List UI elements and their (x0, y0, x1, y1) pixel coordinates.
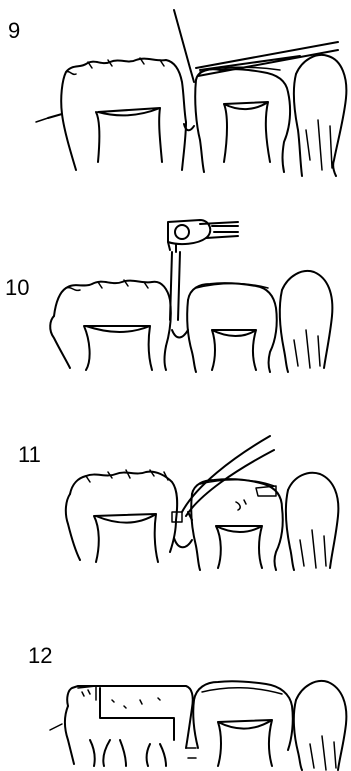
step-12-illustration (50, 681, 346, 770)
step-10-right-premolar (282, 271, 332, 368)
step-11-left-pulp (94, 514, 158, 562)
step-10-handpiece-body (200, 222, 238, 238)
step-9-left-pulp (96, 108, 162, 162)
step-12-restoration (100, 688, 174, 740)
step-9-center-molar (196, 69, 290, 172)
step-12-center-pulp (218, 720, 272, 766)
step-12-right-premolar (296, 681, 346, 770)
step-12-left-roots (90, 740, 166, 766)
step-11-illustration (66, 436, 339, 570)
step-11-right-premolar (288, 473, 338, 568)
step-11-tweezers (182, 436, 274, 520)
step-10-center-molar (188, 283, 277, 372)
step-10-center-pulp (212, 330, 256, 370)
step-12-center-molar (194, 681, 293, 750)
step-9-illustration (36, 10, 346, 176)
step-11-center-molar (192, 479, 283, 570)
step-11-left-molar (70, 472, 177, 552)
step-10-left-pulp (84, 326, 152, 370)
step-9-center-pulp (224, 102, 270, 162)
step-10-left-molar (54, 281, 171, 346)
step-11-center-pulp (216, 526, 262, 568)
step-10-illustration (50, 220, 332, 372)
